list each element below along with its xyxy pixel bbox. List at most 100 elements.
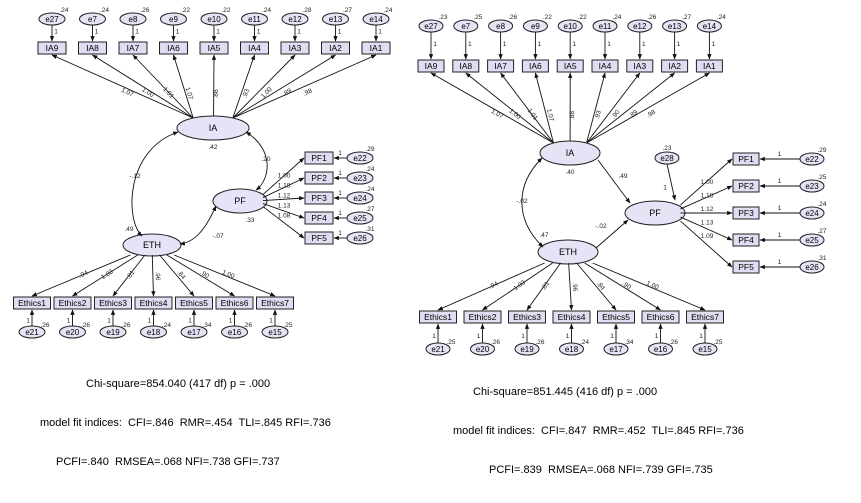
pf-error-label: e25 xyxy=(805,236,819,245)
covariance-ia-eth-value: -.02 xyxy=(516,198,528,205)
ia-error-variance: .22 xyxy=(578,14,587,21)
ia-loading-path xyxy=(587,73,675,143)
pf-disturbance-variance: .23 xyxy=(662,145,671,152)
indicator-label: Ethics3 xyxy=(99,298,127,308)
ia-error-variance: .24 xyxy=(100,7,109,14)
ethics-error-label: e21 xyxy=(25,328,39,337)
ethics-error-variance: .34 xyxy=(624,339,633,346)
fixed-one-label: 1 xyxy=(432,333,436,340)
right-model: e27.231IA91.07e7.251IA81.00e8.261IA71.01… xyxy=(418,14,827,355)
diagram-canvas: e27.241IA91.07e7.241IA81.00e8.261IA71.01… xyxy=(0,0,861,409)
ia-error-label: e14 xyxy=(369,15,383,24)
indicator-label: PF4 xyxy=(311,213,327,223)
path-ia-pf xyxy=(598,160,630,203)
pf-loading-value: 1.00 xyxy=(701,179,714,186)
latent-eth-variance: .47 xyxy=(539,232,548,239)
pf-error-variance: .24 xyxy=(365,186,374,193)
ethics-loading-value: .94 xyxy=(488,280,499,290)
fixed-one-label: 1 xyxy=(338,190,342,197)
indicator-label: PF5 xyxy=(738,262,754,272)
fixed-one-label: 1 xyxy=(778,151,782,158)
fixed-one-label: 1 xyxy=(778,205,782,212)
latent-eth-label: ETH xyxy=(559,247,577,257)
indicator-label: IA2 xyxy=(668,61,681,71)
ethics-error-label: e19 xyxy=(106,328,120,337)
ia-error-variance: .26 xyxy=(508,14,517,21)
ia-loading-value: .93 xyxy=(594,110,603,121)
indicator-label: Ethics2 xyxy=(469,312,497,322)
ethics-loading-value: 1.00 xyxy=(645,280,660,292)
ethics-loading-value: .84 xyxy=(175,269,186,281)
fixed-one-label: 1 xyxy=(433,41,437,48)
indicator-label: Ethics4 xyxy=(140,298,168,308)
ia-error-label: e27 xyxy=(424,22,438,31)
indicator-label: Ethics7 xyxy=(691,312,719,322)
fixed-one-label: 1 xyxy=(468,41,472,48)
ia-error-variance: .24 xyxy=(717,14,726,21)
fixed-one-label: 1 xyxy=(297,29,301,36)
fixed-one-label: 1 xyxy=(338,29,342,36)
indicator-label: IA3 xyxy=(289,43,302,53)
ia-error-variance: .24 xyxy=(612,14,621,21)
indicator-label: PF2 xyxy=(311,173,327,183)
pf-loading-value: 1.00 xyxy=(278,173,291,180)
fixed-one-label: 1 xyxy=(338,210,342,217)
ethics-error-label: e18 xyxy=(147,328,161,337)
pf-disturbance-arrow xyxy=(667,164,675,200)
ia-error-label: e10 xyxy=(207,15,221,24)
ethics-error-label: e20 xyxy=(66,328,80,337)
ia-error-label: e10 xyxy=(564,22,578,31)
ia-loading-value: .88 xyxy=(213,89,220,98)
ia-loading-path xyxy=(233,55,255,118)
covariance-ia-eth-value: -.12 xyxy=(129,173,141,180)
ia-error-variance: .24 xyxy=(383,7,392,14)
ia-error-label: e14 xyxy=(703,22,717,31)
ia-error-variance: .22 xyxy=(221,7,230,14)
ia-error-label: e11 xyxy=(599,22,612,31)
ethics-error-label: e18 xyxy=(565,345,579,354)
left-stats-line-1: Chi-square=854.040 (417 df) p = .000 xyxy=(40,378,331,391)
ia-loading-path xyxy=(587,73,640,143)
ethics-error-variance: .26 xyxy=(491,339,500,346)
fixed-one-label: 1 xyxy=(67,318,71,325)
indicator-label: IA8 xyxy=(459,61,472,71)
indicator-label: Ethics1 xyxy=(18,298,46,308)
indicator-label: Ethics7 xyxy=(261,298,289,308)
fixed-one-label: 1 xyxy=(216,29,220,36)
ia-loading-value: .98 xyxy=(646,109,658,120)
fixed-one-label: 1 xyxy=(610,333,614,340)
fixed-one-label: 1 xyxy=(607,41,611,48)
pf-loading-value: 1.13 xyxy=(278,203,291,210)
fixed-one-label: 1 xyxy=(107,318,111,325)
fixed-one-label: 1 xyxy=(778,259,782,266)
ethics-error-label: e19 xyxy=(520,345,534,354)
latent-pf-label: PF xyxy=(234,196,246,206)
latent-eth-label: ETH xyxy=(143,240,161,250)
pf-loading-value: 1.09 xyxy=(701,233,714,240)
ia-loading-value: 1.01 xyxy=(526,107,539,122)
pf-loading-path xyxy=(681,221,733,267)
indicator-label: Ethics6 xyxy=(221,298,249,308)
indicator-label: IA6 xyxy=(167,43,180,53)
pf-error-label: e24 xyxy=(805,209,819,218)
pf-error-variance: .25 xyxy=(817,174,826,181)
fixed-one-label: 1 xyxy=(338,150,342,157)
indicator-label: IA9 xyxy=(425,61,438,71)
ia-loading-path xyxy=(233,55,295,118)
fixed-one-label: 1 xyxy=(26,318,30,325)
indicator-label: IA1 xyxy=(370,43,383,53)
ia-loading-path xyxy=(587,73,606,143)
indicator-label: IA7 xyxy=(494,61,507,71)
indicator-label: PF5 xyxy=(311,233,327,243)
ia-error-variance: .23 xyxy=(438,14,447,21)
ia-error-variance: .22 xyxy=(181,7,190,14)
ia-error-label: e11 xyxy=(248,15,261,24)
fixed-one-label: 1 xyxy=(378,29,382,36)
fixed-one-label: 1 xyxy=(663,185,667,192)
ia-loading-path xyxy=(501,73,554,143)
pf-error-variance: .31 xyxy=(817,255,826,262)
left-stats-line-3: PCFI=.840 RMSEA=.068 NFI=.738 GFI=.737 xyxy=(40,456,331,469)
ethics-error-variance: .26 xyxy=(121,322,130,329)
ethics-loading-value: .81 xyxy=(125,269,136,281)
ia-loading-value: .93 xyxy=(241,88,251,99)
